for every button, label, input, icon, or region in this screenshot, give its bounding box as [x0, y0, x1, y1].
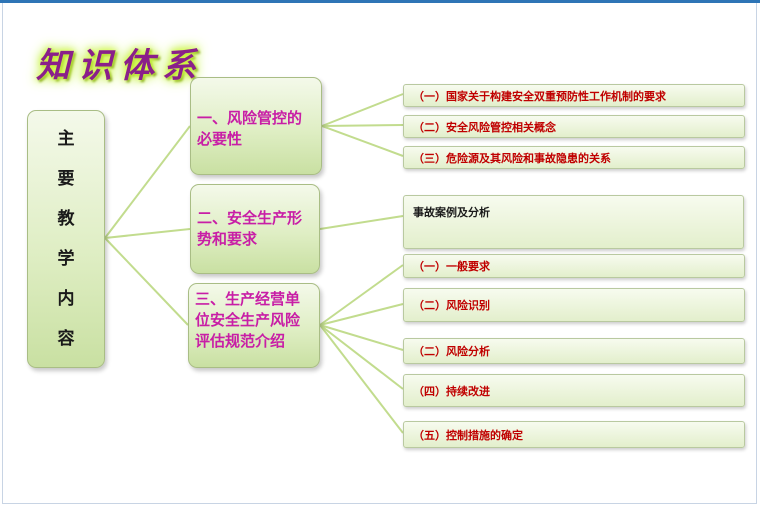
- root-char: 内: [57, 289, 75, 309]
- connector-s3-l2: [319, 303, 404, 326]
- section-node-1: 一、风险管控的必要性: [190, 77, 322, 175]
- root-char: 主: [57, 129, 75, 149]
- slide-frame: [2, 3, 757, 504]
- connector-s1-l2: [321, 124, 404, 127]
- leaf-node: 事故案例及分析: [403, 195, 744, 249]
- connector-root-s3: [104, 237, 189, 326]
- leaf-node: （一）一般要求: [403, 254, 745, 278]
- root-char: 容: [57, 329, 75, 349]
- connector-s3-l5: [319, 324, 404, 434]
- root-node: 主 要 教 学 内 容: [27, 110, 105, 368]
- section-label: 一、风险管控的必要性: [197, 109, 303, 148]
- root-char: 学: [57, 249, 75, 269]
- section-label: 二、安全生产形势和要求: [197, 209, 303, 248]
- leaf-node: （二）安全风险管控相关概念: [403, 115, 745, 138]
- connector-s1-l1: [321, 93, 404, 127]
- connector-s2-l1: [319, 215, 404, 230]
- section-node-2: 二、安全生产形势和要求: [190, 184, 320, 274]
- section-label: 三、生产经营单位安全生产风险评估规范介绍: [195, 290, 301, 350]
- leaf-node: （一）国家关于构建安全双重预防性工作机制的要求: [403, 84, 745, 107]
- leaf-node: （五）控制措施的确定: [403, 421, 745, 448]
- connector-s3-l3: [319, 324, 404, 351]
- top-accent-bar: [0, 0, 760, 3]
- leaf-node: （三）危险源及其风险和事故隐患的关系: [403, 146, 745, 169]
- leaf-node: （二）风险分析: [403, 338, 745, 364]
- connector-s3-l1: [319, 264, 404, 326]
- connector-s3-l4: [319, 324, 404, 390]
- root-char: 要: [57, 169, 75, 189]
- section-node-3: 三、生产经营单位安全生产风险评估规范介绍: [188, 283, 320, 368]
- connector-root-s1: [104, 125, 191, 239]
- leaf-node: （四）持续改进: [403, 374, 745, 407]
- root-char: 教: [57, 209, 75, 229]
- page-title: 知识体系: [36, 46, 204, 86]
- connector-s1-l3: [321, 125, 404, 157]
- leaf-node: （二）风险识别: [403, 288, 745, 322]
- connector-root-s2: [104, 228, 191, 239]
